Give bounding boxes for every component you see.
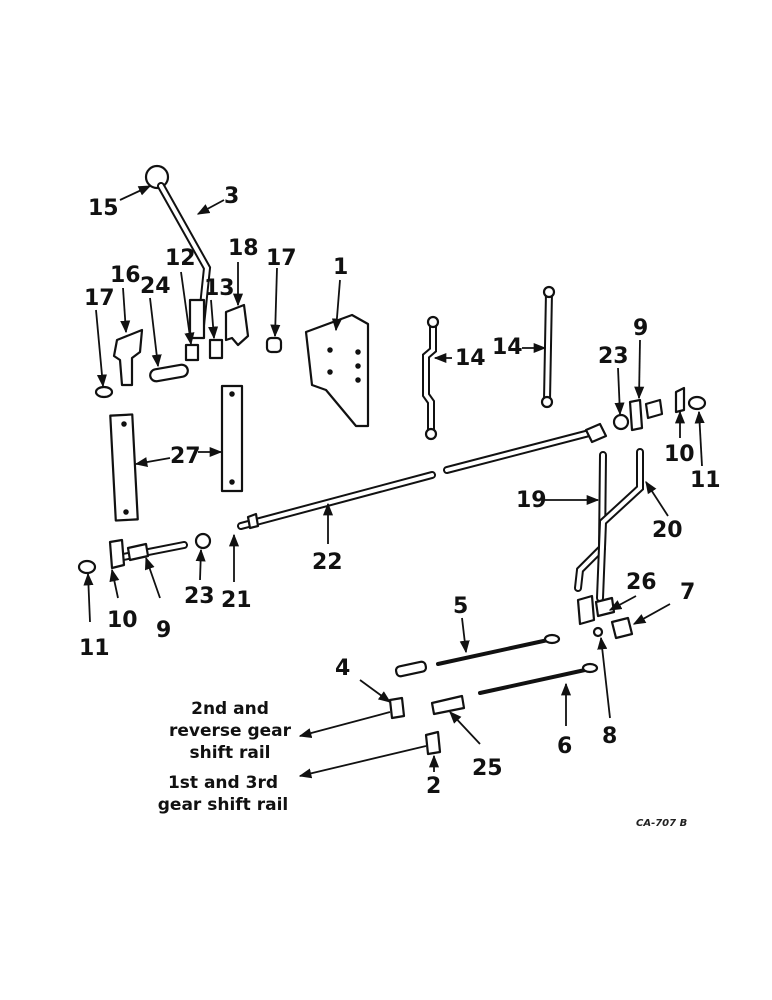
callout-23-right: 23	[598, 344, 629, 369]
callout-2: 2	[426, 774, 442, 799]
callout-15: 15	[88, 196, 119, 221]
caption-first-third-line2: gear shift rail	[157, 795, 289, 815]
link-strap-left	[109, 413, 139, 522]
shift-block-4	[388, 696, 406, 720]
callout-5: 5	[453, 594, 469, 619]
cross-shaft-main	[237, 422, 608, 530]
callout-21: 21	[221, 588, 252, 613]
gear-shift-lever	[157, 182, 212, 340]
small-cap-right	[265, 336, 283, 354]
connecting-link-right	[540, 285, 556, 409]
callout-25: 25	[472, 756, 503, 781]
callout-10-right: 10	[664, 442, 695, 467]
mounting-plate	[304, 313, 370, 428]
callout-17-left: 17	[84, 286, 115, 311]
pivot-pin	[149, 363, 189, 383]
shift-arm-left	[108, 538, 150, 570]
selector-lever-19	[574, 451, 607, 592]
caption-reverse-line3: shift rail	[189, 743, 271, 763]
callout-11-right: 11	[690, 468, 721, 493]
callout-23-left: 23	[184, 584, 215, 609]
callout-10-left: 10	[107, 608, 138, 633]
callout-16: 16	[110, 263, 141, 288]
connecting-link-left	[422, 315, 440, 441]
callout-13: 13	[204, 276, 235, 301]
callout-14-left: 14	[455, 346, 486, 371]
rod-coupler	[430, 694, 466, 716]
callout-9-right: 9	[633, 316, 649, 341]
callout-7: 7	[680, 580, 696, 605]
callout-14-right: 14	[492, 335, 523, 360]
cotter-pin	[592, 626, 604, 638]
callout-6: 6	[557, 734, 573, 759]
callout-27: 27	[170, 444, 201, 469]
callout-3: 3	[224, 184, 240, 209]
callout-17-right: 17	[266, 246, 297, 271]
caption-reverse-gear-rail: 2nd and reverse gear shift rail	[160, 698, 300, 764]
shaft-bushing-left	[194, 532, 212, 550]
small-cap-left	[94, 385, 114, 399]
caption-first-third-rail: 1st and 3rd gear shift rail	[148, 772, 298, 816]
shift-rod-5	[394, 633, 561, 678]
link-strap-right	[220, 384, 244, 493]
callout-9-left: 9	[156, 618, 172, 643]
shaft-bushing-right	[612, 413, 630, 431]
callout-20: 20	[652, 518, 683, 543]
callout-12: 12	[165, 246, 196, 271]
lever-spring-part	[208, 338, 224, 360]
callout-4: 4	[335, 656, 351, 681]
callout-24: 24	[140, 274, 171, 299]
callout-19: 19	[516, 488, 547, 513]
caption-reverse-line2: reverse gear	[168, 721, 292, 741]
lever-bracket	[224, 303, 250, 347]
lever-clevis	[576, 594, 616, 626]
drawing-code: CA-707 B	[636, 818, 688, 829]
clevis-pin	[610, 616, 634, 640]
shift-rod-6	[478, 662, 599, 695]
lever-ball-part	[184, 343, 200, 362]
callout-11-left: 11	[79, 636, 110, 661]
shift-block-2	[424, 730, 442, 756]
caption-reverse-line1: 2nd and	[191, 699, 269, 719]
callout-8: 8	[602, 724, 618, 749]
callout-22: 22	[312, 550, 343, 575]
selector-lever-20	[596, 448, 644, 602]
callout-26: 26	[626, 570, 657, 595]
shift-arm-right	[628, 386, 686, 432]
caption-first-third-line1: 1st and 3rd	[167, 773, 279, 793]
end-cap-right	[687, 395, 707, 411]
end-cap-left	[77, 559, 97, 575]
callout-1: 1	[333, 255, 349, 280]
callout-18: 18	[228, 236, 259, 261]
lever-support-bracket	[112, 328, 144, 387]
